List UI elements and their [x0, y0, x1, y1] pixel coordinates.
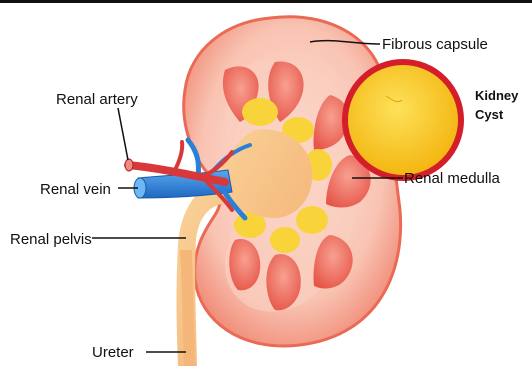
label-renal-pelvis: Renal pelvis	[10, 231, 92, 248]
label-ureter: Ureter	[92, 344, 134, 361]
label-renal-medulla: Renal medulla	[404, 170, 501, 187]
kidney-cyst	[345, 62, 461, 178]
label-renal-vein: Renal vein	[40, 181, 111, 198]
label-kidney-cyst-line2: Cyst	[475, 107, 504, 122]
label-kidney-cyst-line1: Kidney	[475, 88, 519, 103]
leader-renal-artery	[118, 108, 128, 160]
label-fibrous-capsule: Fibrous capsule	[382, 36, 488, 53]
top-border	[0, 0, 532, 3]
label-renal-artery: Renal artery	[56, 91, 138, 108]
